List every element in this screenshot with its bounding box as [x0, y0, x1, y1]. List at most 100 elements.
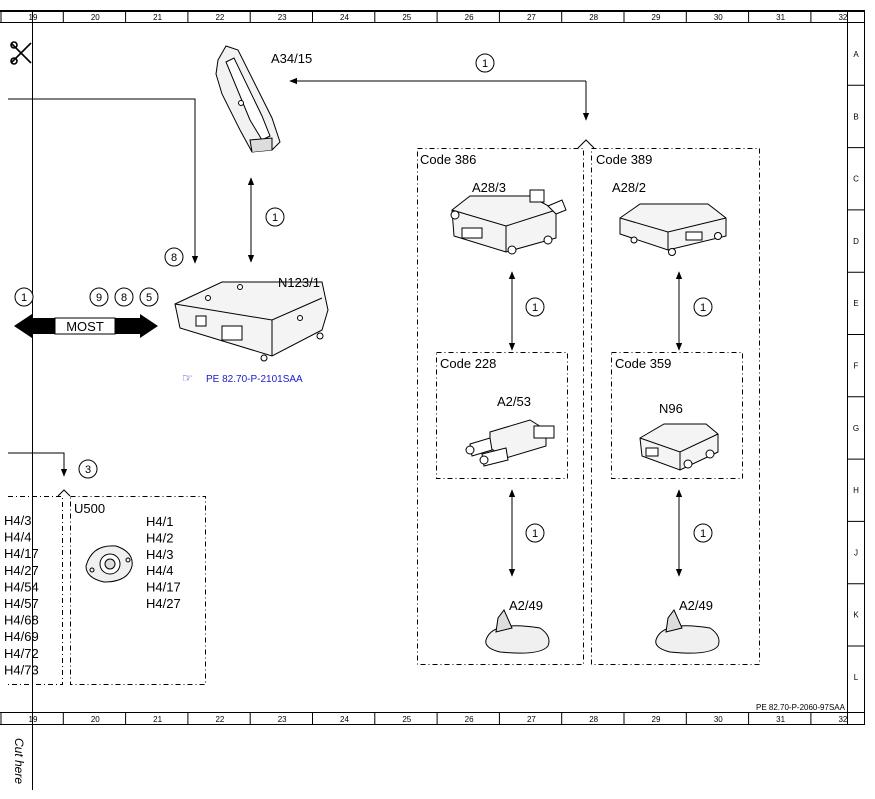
- svg-text:1: 1: [532, 528, 538, 540]
- label-u500: U500: [74, 501, 105, 516]
- group-code-228: [436, 352, 568, 479]
- label-code-389: Code 389: [596, 152, 652, 167]
- callout-most-5: 5: [139, 287, 159, 307]
- svg-text:8: 8: [171, 252, 177, 264]
- left-pin: H4/72: [4, 646, 39, 661]
- column-number: 19: [29, 13, 38, 22]
- column-number: 23: [278, 13, 287, 22]
- callout-top: 1: [475, 53, 495, 73]
- u500-pin: H4/4: [146, 563, 173, 578]
- label-a34-15: A34/15: [271, 51, 312, 66]
- column-number: 20: [91, 715, 100, 724]
- u500-pin: H4/1: [146, 514, 173, 529]
- svg-text:5: 5: [146, 292, 152, 304]
- column-number: 25: [402, 715, 411, 724]
- callout-u500-group: 3: [78, 459, 98, 479]
- column-number: 26: [465, 13, 474, 22]
- callout-most-8: 8: [114, 287, 134, 307]
- svg-text:1: 1: [532, 302, 538, 314]
- left-pin: H4/57: [4, 596, 39, 611]
- column-number: 28: [589, 13, 598, 22]
- group-u500: [70, 496, 206, 685]
- callout-a28-2-n96: 1: [693, 297, 713, 317]
- a2-49-antenna-left-icon: [485, 609, 550, 654]
- row-letter: J: [854, 548, 858, 557]
- callout-most-left: 1: [14, 287, 34, 307]
- connection-left-to-u500: [8, 452, 68, 477]
- a2-53-splitter-icon: [465, 419, 555, 467]
- label-code-359: Code 359: [615, 356, 671, 371]
- svg-text:1: 1: [482, 58, 488, 70]
- label-a2-49-right: A2/49: [679, 598, 713, 613]
- reference-link[interactable]: ☞ PE 82.70-P-2101SAA: [182, 371, 303, 385]
- left-pin: H4/3: [4, 513, 31, 528]
- column-number: 31: [776, 715, 785, 724]
- column-number: 27: [527, 13, 536, 22]
- callout-a28-3-a2-53: 1: [525, 297, 545, 317]
- column-number: 32: [838, 715, 847, 724]
- svg-text:1: 1: [700, 302, 706, 314]
- row-letter: D: [853, 237, 859, 246]
- connection-left-to-n123: [8, 98, 199, 264]
- left-pin: H4/17: [4, 546, 39, 561]
- hand-pointer-icon: ☞: [182, 371, 193, 385]
- column-number: 32: [838, 13, 847, 22]
- left-pin: H4/69: [4, 629, 39, 644]
- label-a28-2: A28/2: [612, 180, 646, 195]
- callout-n123-input: 8: [164, 247, 184, 267]
- group-left-pins: [8, 496, 63, 685]
- column-number: 22: [215, 13, 224, 22]
- column-number: 29: [652, 13, 661, 22]
- row-letter: L: [854, 673, 859, 682]
- row-letter: H: [853, 486, 859, 495]
- label-n123-1: N123/1: [278, 275, 320, 290]
- left-pin: H4/4: [4, 530, 31, 545]
- group-junction-mark-u500: [57, 489, 71, 497]
- row-letter: C: [853, 175, 859, 184]
- reference-link-text[interactable]: PE 82.70-P-2101SAA: [206, 374, 303, 385]
- most-bus: MOST: [14, 314, 158, 338]
- column-number: 26: [465, 715, 474, 724]
- u500-pin: H4/27: [146, 596, 181, 611]
- column-number: 20: [91, 13, 100, 22]
- a28-2-module-icon: [619, 203, 727, 256]
- column-number: 23: [278, 715, 287, 724]
- row-letter: F: [854, 362, 859, 371]
- u500-pin: H4/17: [146, 580, 181, 595]
- column-number: 28: [589, 715, 598, 724]
- left-pin: H4/27: [4, 563, 39, 578]
- u500-speaker-icon: [85, 545, 133, 583]
- callout-a2-53-a2-49: 1: [525, 523, 545, 543]
- callout-n96-a2-49: 1: [693, 523, 713, 543]
- u500-pin: H4/2: [146, 530, 173, 545]
- most-label: MOST: [66, 319, 104, 334]
- sheet-frame: [0, 10, 865, 725]
- column-number: 24: [340, 715, 349, 724]
- row-letter: B: [853, 112, 858, 121]
- left-pin: H4/54: [4, 579, 39, 594]
- svg-text:3: 3: [85, 464, 91, 476]
- svg-text:1: 1: [700, 528, 706, 540]
- callout-a34-n123: 1: [265, 207, 285, 227]
- group-code-386: [417, 148, 584, 665]
- row-letter: E: [853, 299, 858, 308]
- n123-1-control-unit-icon: [174, 281, 329, 362]
- svg-text:1: 1: [272, 212, 278, 224]
- cut-here-label: Cut here: [12, 738, 26, 784]
- column-number: 21: [153, 715, 162, 724]
- label-code-228: Code 228: [440, 356, 496, 371]
- column-number: 21: [153, 13, 162, 22]
- svg-text:8: 8: [121, 292, 127, 304]
- u500-pin: H4/3: [146, 547, 173, 562]
- label-code-386: Code 386: [420, 152, 476, 167]
- scissors-icon: [10, 41, 32, 65]
- a2-49-antenna-right-icon: [655, 609, 720, 654]
- label-n96: N96: [659, 401, 683, 416]
- a28-3-module-icon: [450, 189, 567, 255]
- callout-most-9: 9: [89, 287, 109, 307]
- column-ruler-bottom: 1920212223242526272829303132: [0, 712, 848, 724]
- column-number: 27: [527, 715, 536, 724]
- column-number: 30: [714, 13, 723, 22]
- label-a2-53: A2/53: [497, 394, 531, 409]
